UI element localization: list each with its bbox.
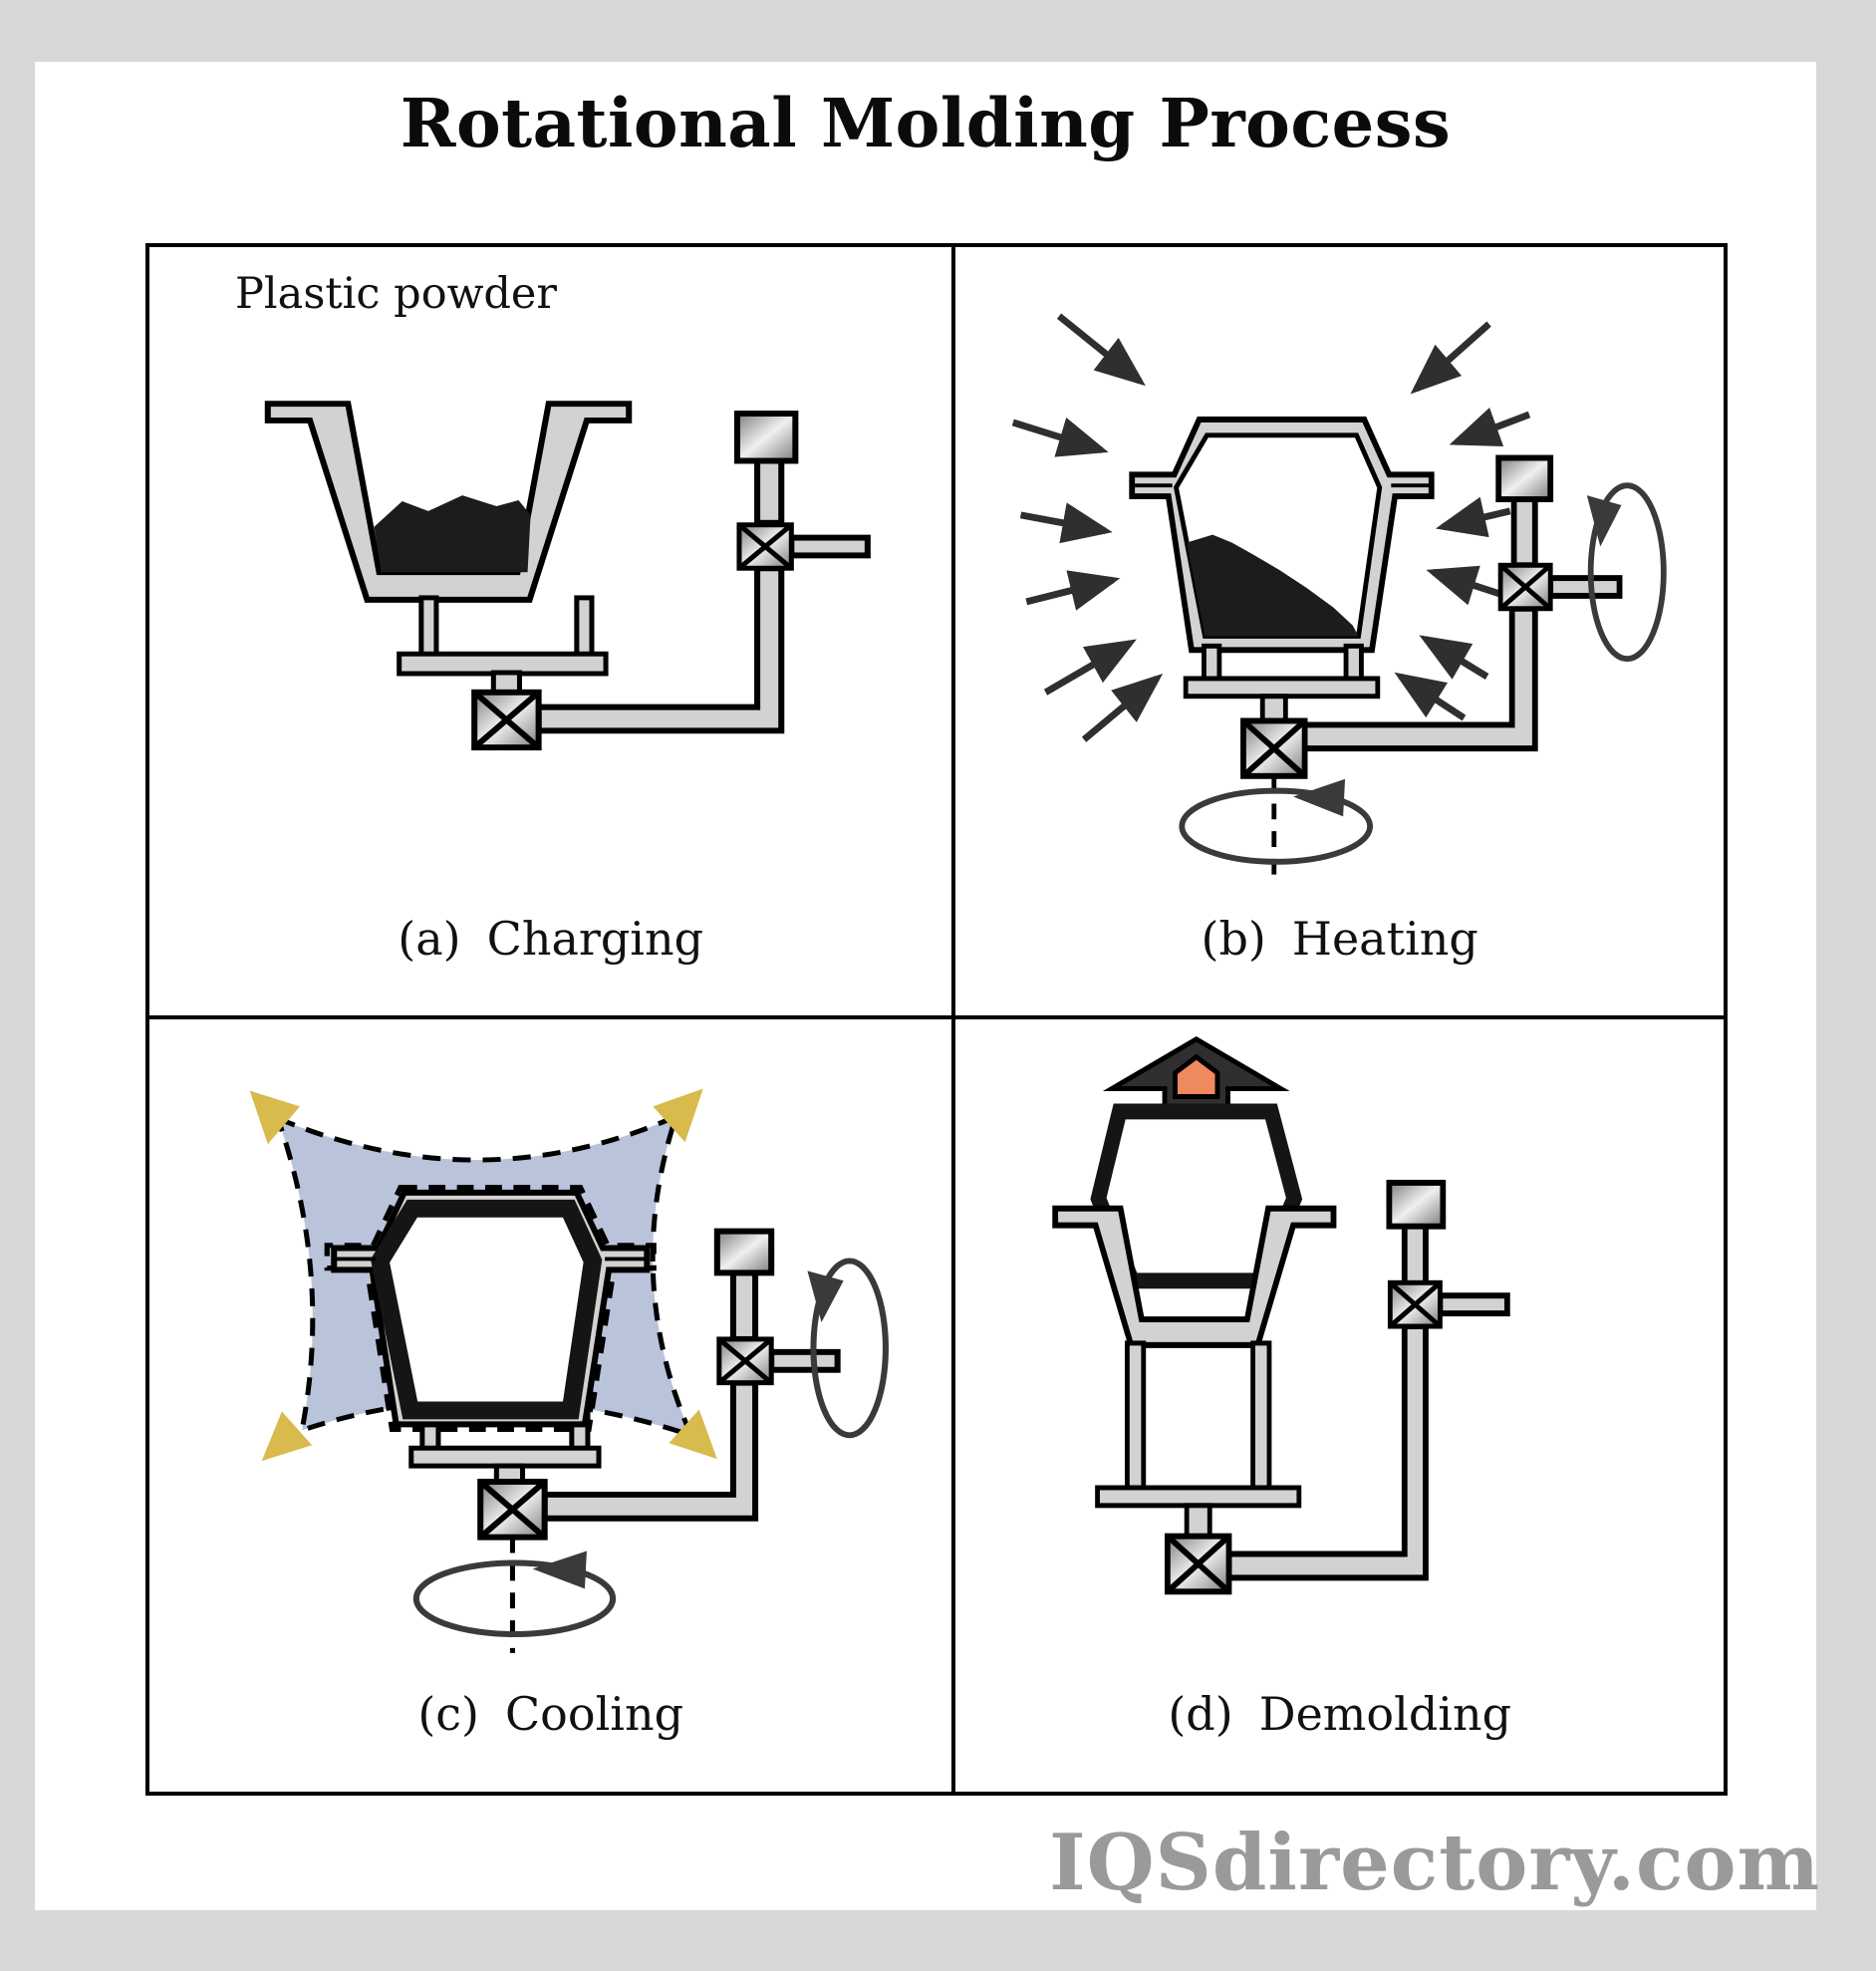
plastic-powder-label: Plastic powder bbox=[235, 269, 557, 319]
diagram-card: Rotational Molding Process bbox=[35, 62, 1816, 1910]
eject-arrow-icon bbox=[1103, 1036, 1291, 1121]
caption-prefix: (b) bbox=[1201, 911, 1266, 966]
spindle-arm bbox=[733, 411, 871, 568]
nozzle-icon bbox=[261, 1411, 313, 1462]
caption-cooling: (c) Cooling bbox=[149, 1687, 951, 1741]
caption-charging: (a) Charging bbox=[149, 912, 951, 966]
spindle-arm bbox=[1386, 1179, 1511, 1326]
mold-support-stand bbox=[397, 595, 609, 696]
heating-illustration bbox=[1012, 313, 1668, 882]
caption-prefix: (c) bbox=[417, 1687, 479, 1742]
caption-text: Charging bbox=[486, 911, 704, 966]
nozzle-icon bbox=[653, 1088, 703, 1143]
lower-valve-icon bbox=[480, 1482, 544, 1538]
spindle-cap-icon bbox=[1495, 454, 1554, 503]
caption-heating: (b) Heating bbox=[955, 912, 1724, 966]
upper-valve-icon bbox=[739, 525, 791, 568]
mold-support-stand bbox=[1095, 1340, 1302, 1540]
caption-prefix: (a) bbox=[398, 911, 461, 966]
mold-support-stand bbox=[1184, 643, 1381, 723]
molded-layer bbox=[381, 1209, 593, 1411]
stub-arm bbox=[1547, 575, 1623, 599]
upper-valve-icon bbox=[1391, 1282, 1441, 1326]
rotation-arrow-horizontal bbox=[412, 1537, 617, 1653]
caption-text: Cooling bbox=[504, 1687, 684, 1742]
panel-demolding: (d) Demolding bbox=[955, 1019, 1724, 1792]
lower-valve-icon bbox=[1168, 1537, 1229, 1592]
cooling-illustration bbox=[249, 1088, 889, 1653]
powder-pile bbox=[1187, 534, 1359, 637]
panel-cooling: (c) Cooling bbox=[149, 1019, 956, 1792]
spindle-cap-icon bbox=[713, 1228, 775, 1276]
panel-charging: Plastic powder (a) Charging bbox=[149, 247, 956, 1019]
open-mold-icon bbox=[268, 404, 629, 600]
spindle-arm bbox=[713, 1228, 841, 1383]
caption-prefix: (d) bbox=[1168, 1687, 1233, 1742]
demolding-illustration bbox=[955, 1036, 1511, 1792]
spindle-cap-icon bbox=[733, 411, 799, 464]
closed-mold-icon bbox=[334, 1193, 647, 1425]
caption-demolding: (d) Demolding bbox=[955, 1687, 1724, 1741]
lower-valve-icon bbox=[474, 693, 538, 747]
spindle-cap-icon bbox=[1386, 1179, 1447, 1230]
caption-text: Demolding bbox=[1258, 1687, 1512, 1742]
watermark: IQSdirectory.com bbox=[1049, 1818, 1820, 1908]
eject-arrow-core bbox=[1173, 1053, 1220, 1099]
page-title: Rotational Molding Process bbox=[400, 84, 1452, 162]
process-grid: Plastic powder (a) Charging bbox=[145, 243, 1728, 1796]
rotation-arrow-vertical bbox=[807, 1258, 889, 1439]
stub-arm bbox=[1437, 1292, 1511, 1317]
charging-illustration bbox=[149, 247, 871, 1015]
spindle-arm bbox=[1495, 454, 1623, 609]
powder-pile bbox=[374, 495, 531, 573]
closed-mold-icon bbox=[1133, 420, 1433, 650]
stub-arm bbox=[788, 534, 871, 559]
rotation-arrow-horizontal bbox=[1179, 775, 1374, 882]
caption-text: Heating bbox=[1291, 911, 1478, 966]
upper-valve-icon bbox=[1501, 565, 1551, 608]
nozzle-icon bbox=[669, 1409, 717, 1460]
rotation-arrow-vertical bbox=[1587, 482, 1668, 663]
nozzle-icon bbox=[249, 1090, 301, 1145]
lower-valve-icon bbox=[1243, 720, 1305, 775]
panel-heating: (b) Heating bbox=[955, 247, 1724, 1019]
upper-valve-icon bbox=[719, 1339, 771, 1383]
stub-arm bbox=[768, 1348, 841, 1373]
